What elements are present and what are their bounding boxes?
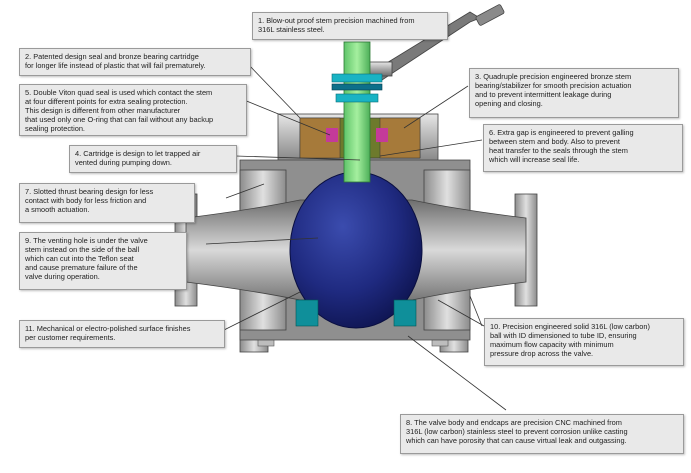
- callout-3: 3. Quadruple precision engineered bronze…: [469, 68, 679, 118]
- callout-1: 1. Blow-out proof stem precision machine…: [252, 12, 448, 40]
- callout-2: 2. Patented design seal and bronze beari…: [19, 48, 251, 76]
- callout-9: 9. The venting hole is under the valve s…: [19, 232, 187, 290]
- callout-10: 10. Precision engineered solid 316L (low…: [484, 318, 684, 366]
- callout-6: 6. Extra gap is engineered to prevent ga…: [483, 124, 683, 172]
- callout-4: 4. Cartridge is design to let trapped ai…: [69, 145, 237, 173]
- callout-5: 5. Double Viton quad seal is used which …: [19, 84, 247, 136]
- callout-7: 7. Slotted thrust bearing design for les…: [19, 183, 195, 223]
- leader-lines: [205, 27, 507, 411]
- callout-11: 11. Mechanical or electro-polished surfa…: [19, 320, 225, 348]
- callout-8: 8. The valve body and endcaps are precis…: [400, 414, 684, 454]
- valve-stem: [326, 41, 388, 183]
